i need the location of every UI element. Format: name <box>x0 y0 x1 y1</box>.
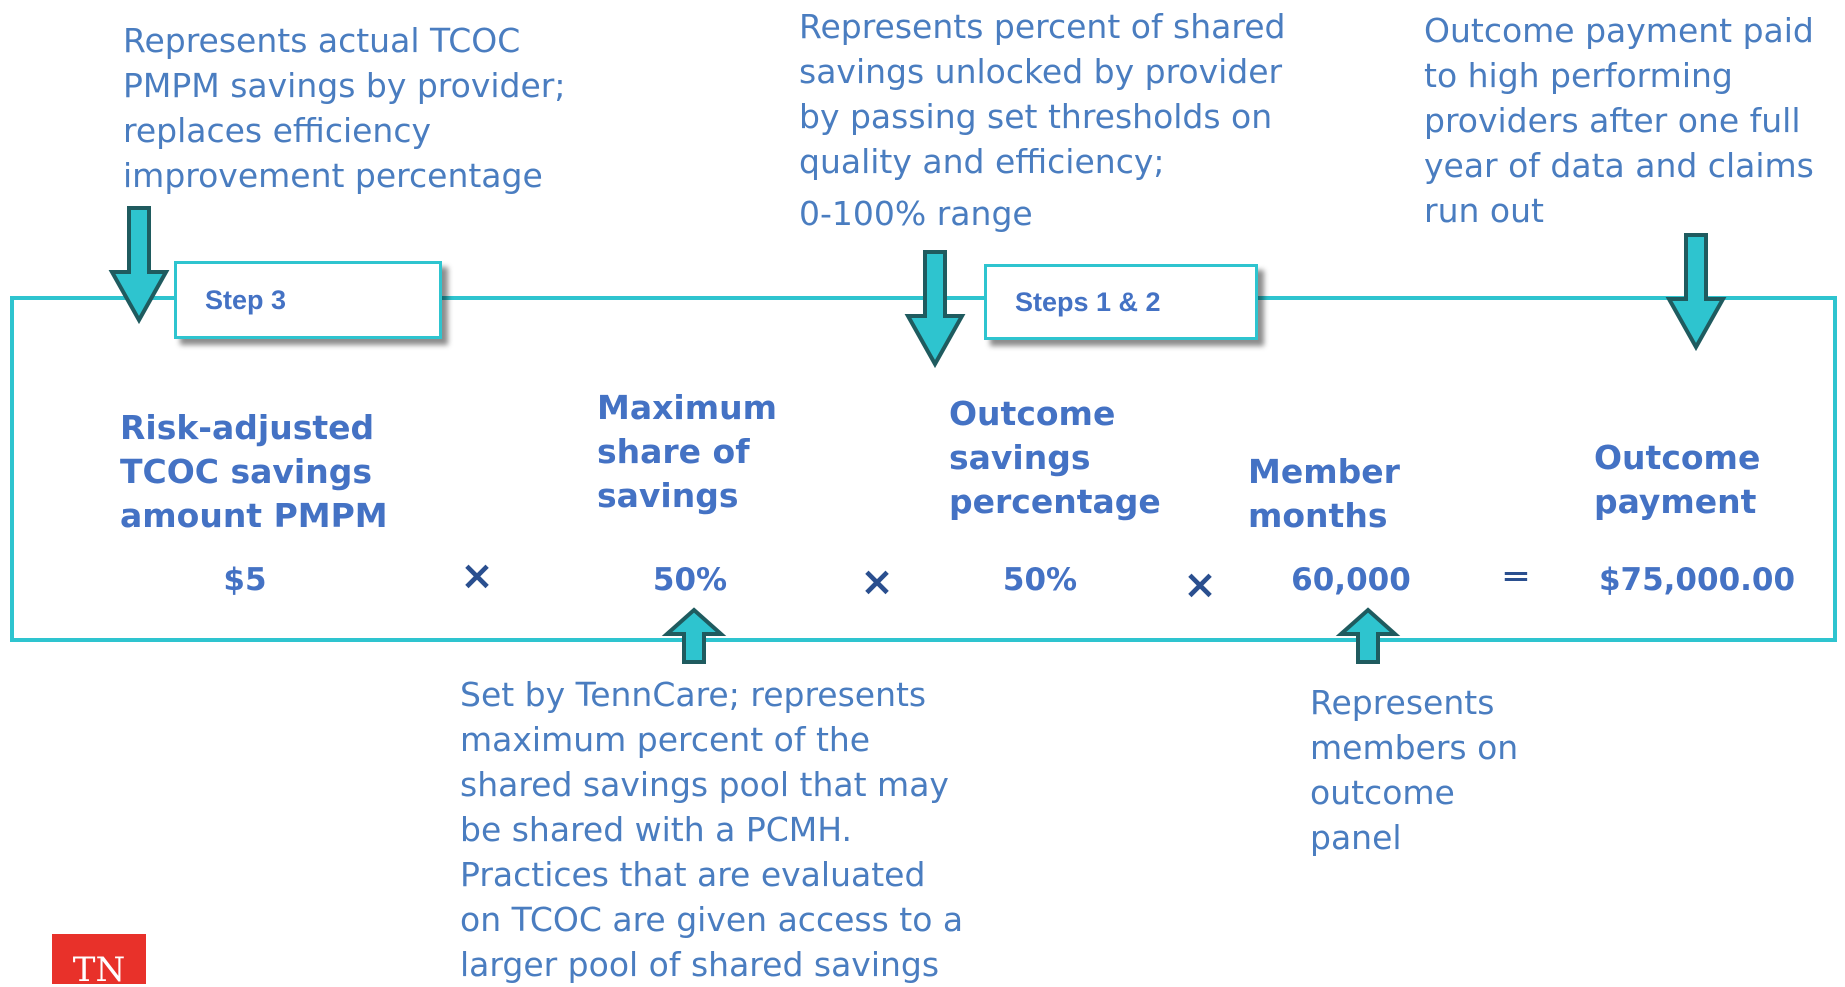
outcome-savings-value: 50% <box>1002 562 1078 598</box>
outcome-payment-note: Outcome payment paid to high performing … <box>1424 11 1814 230</box>
steps-1-2-box: Steps 1 & 2 <box>984 264 1258 340</box>
tn-logo-text: TN <box>72 950 126 984</box>
times-icon: × <box>1183 562 1217 608</box>
outcome-payment-value: $75,000.00 <box>1598 562 1796 598</box>
steps-1-2-label: Steps 1 & 2 <box>1015 286 1161 317</box>
member-months-note: Represents members on outcome panel <box>1310 683 1519 857</box>
down-arrow-icon <box>108 206 170 325</box>
up-arrow-icon <box>1335 607 1401 664</box>
tcoc-note: Represents actual TCOC PMPM savings by p… <box>123 21 566 195</box>
step-3-label: Step 3 <box>205 284 287 315</box>
times-icon: × <box>460 553 494 599</box>
outcome-savings-label: Outcome savings percentage <box>949 394 1161 521</box>
tcoc-savings-value: $5 <box>223 562 267 598</box>
up-arrow-icon <box>661 607 727 664</box>
max-share-label: Maximum share of savings <box>597 388 777 515</box>
max-share-value: 50% <box>652 562 728 598</box>
tn-logo: TN <box>52 934 146 984</box>
down-arrow-icon <box>1665 233 1727 352</box>
equals-icon: ═ <box>1505 557 1527 598</box>
max-share-note: Set by TennCare; represents maximum perc… <box>460 675 964 984</box>
tcoc-savings-label: Risk-adjusted TCOC savings amount PMPM <box>120 408 388 535</box>
down-arrow-icon <box>904 250 966 369</box>
member-months-value: 60,000 <box>1291 562 1411 598</box>
outcome-payment-label: Outcome payment <box>1594 438 1761 521</box>
member-months-label: Member months <box>1248 452 1400 535</box>
outcome-savings-note: Represents percent of shared savings unl… <box>799 7 1286 181</box>
times-icon: × <box>860 559 894 605</box>
outcome-savings-range-note: 0-100% range <box>799 194 1033 233</box>
step-3-box: Step 3 <box>174 261 442 339</box>
